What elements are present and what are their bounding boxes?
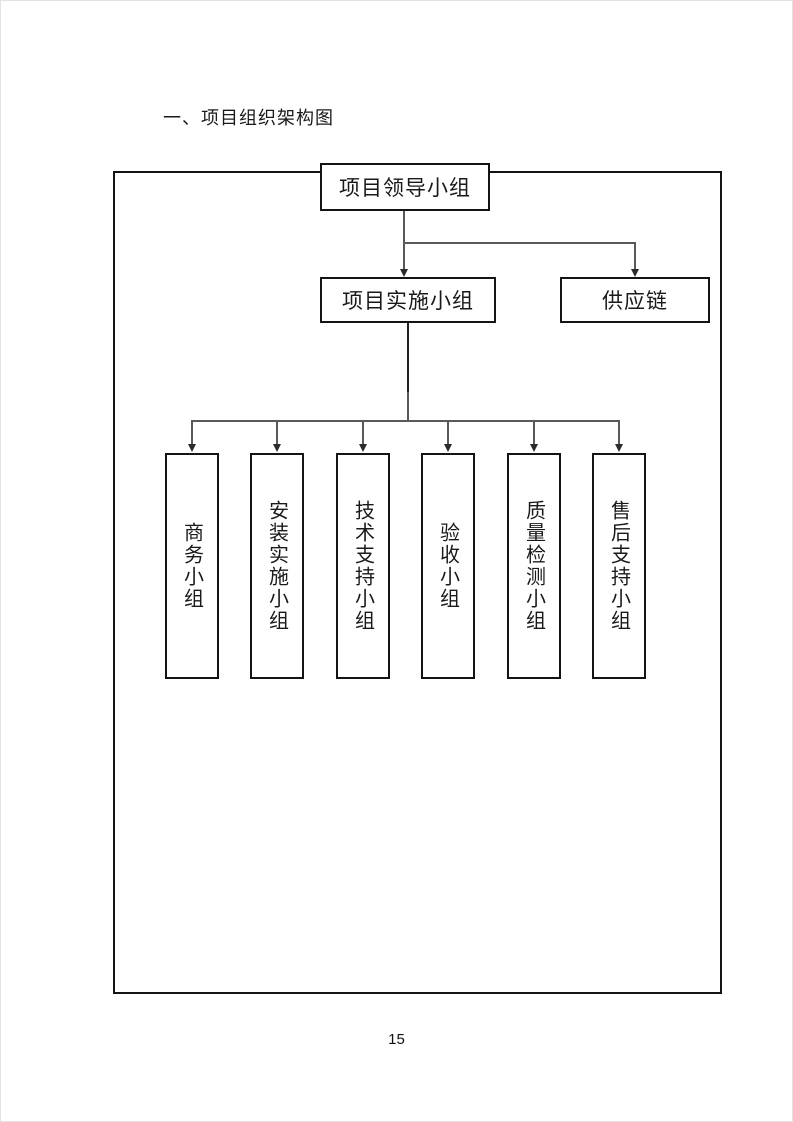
arrowhead-down-icon	[400, 269, 408, 277]
org-box-supply-chain: 供应链	[560, 277, 710, 323]
org-box-label: 售后支持小组	[607, 500, 630, 632]
arrowhead-down-icon	[273, 444, 281, 452]
connector-root-stem	[403, 211, 405, 243]
connector-drop-acceptance	[447, 420, 449, 445]
org-box-implementation-group: 项目实施小组	[320, 277, 496, 323]
org-box-business-group: 商务小组	[165, 453, 219, 679]
org-box-label: 安装实施小组	[265, 500, 288, 632]
org-box-label: 技术支持小组	[351, 500, 374, 632]
arrowhead-down-icon	[359, 444, 367, 452]
org-box-label: 供应链	[602, 289, 668, 313]
connector-implementation-stem-upper	[407, 323, 409, 393]
arrowhead-down-icon	[530, 444, 538, 452]
org-box-aftersales-support-group: 售后支持小组	[592, 453, 646, 679]
connector-drop-installation	[276, 420, 278, 445]
connector-drop-quality	[533, 420, 535, 445]
arrowhead-down-icon	[631, 269, 639, 277]
arrowhead-down-icon	[444, 444, 452, 452]
org-box-label: 验收小组	[436, 522, 459, 610]
org-box-label: 项目领导小组	[339, 176, 471, 200]
connector-implementation-stem-lower	[407, 392, 409, 422]
org-box-label: 项目实施小组	[342, 289, 474, 313]
connector-tier2-horizontal	[191, 420, 620, 422]
section-title: 一、项目组织架构图	[163, 108, 334, 128]
connector-drop-business	[191, 420, 193, 445]
page-number: 15	[388, 1031, 405, 1048]
org-box-installation-group: 安装实施小组	[250, 453, 304, 679]
org-box-quality-inspection-group: 质量检测小组	[507, 453, 561, 679]
org-box-tech-support-group: 技术支持小组	[336, 453, 390, 679]
arrowhead-down-icon	[615, 444, 623, 452]
arrowhead-down-icon	[188, 444, 196, 452]
connector-tier1-horizontal	[403, 242, 636, 244]
connector-drop-implementation	[403, 242, 405, 270]
org-box-leadership-group: 项目领导小组	[320, 163, 490, 211]
connector-drop-tech-support	[362, 420, 364, 445]
org-box-label: 质量检测小组	[522, 500, 545, 632]
connector-drop-supply-chain	[634, 242, 636, 270]
org-box-acceptance-group: 验收小组	[421, 453, 475, 679]
org-box-label: 商务小组	[180, 522, 203, 610]
connector-drop-aftersales	[618, 420, 620, 445]
